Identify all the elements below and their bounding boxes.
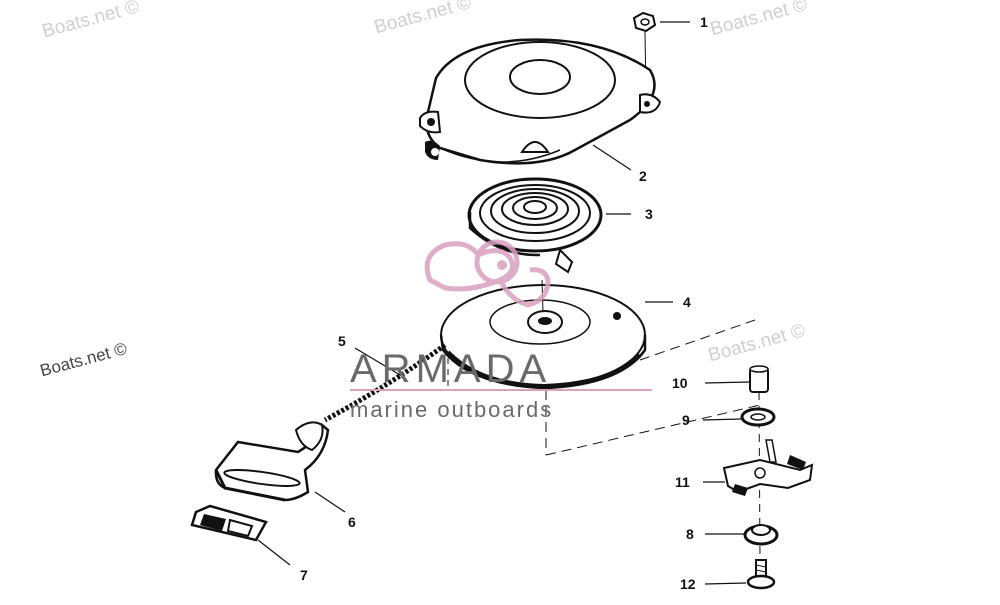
part-8-retainer bbox=[705, 524, 779, 546]
callout-7: 7 bbox=[300, 567, 308, 583]
callout-11: 11 bbox=[675, 474, 690, 490]
callout-2: 2 bbox=[639, 168, 647, 184]
callout-5: 5 bbox=[338, 333, 346, 349]
brand-tagline: marine outboards bbox=[350, 397, 553, 422]
callout-9: 9 bbox=[682, 412, 690, 428]
part-5-starter-rope bbox=[323, 342, 447, 423]
part-1-hex-nut bbox=[632, 11, 657, 99]
callout-10: 10 bbox=[672, 375, 688, 391]
brand-logo bbox=[424, 239, 551, 308]
brand-name: ARMADA bbox=[350, 347, 551, 391]
callout-3: 3 bbox=[645, 206, 653, 222]
callout-6: 6 bbox=[348, 514, 356, 530]
part-9-washer bbox=[702, 407, 776, 427]
callout-4: 4 bbox=[683, 294, 691, 310]
part-3-recoil-spring bbox=[467, 177, 631, 274]
part-12-screw bbox=[704, 559, 776, 590]
callout-12: 12 bbox=[680, 576, 696, 592]
part-7-handle-insert bbox=[190, 504, 291, 566]
part-2-starter-housing bbox=[419, 38, 662, 171]
callout-8: 8 bbox=[686, 526, 694, 542]
part-11-pawl bbox=[703, 439, 814, 496]
part-6-starter-handle bbox=[214, 421, 346, 513]
callout-1: 1 bbox=[700, 14, 708, 30]
part-10-bushing bbox=[704, 365, 769, 393]
